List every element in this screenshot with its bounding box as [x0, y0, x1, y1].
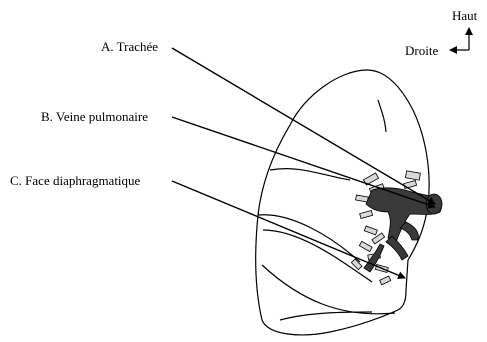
pointer-a — [172, 48, 435, 204]
label-orientation-right: Droite — [405, 44, 438, 57]
label-orientation-up: Haut — [452, 9, 477, 22]
label-pulmonary-vein: B. Veine pulmonaire — [41, 110, 148, 123]
label-trachea: A. Trachée — [101, 40, 158, 53]
label-diaphragmatic-face: C. Face diaphragmatique — [10, 174, 140, 187]
orientation-indicator — [450, 28, 469, 50]
pointer-b — [172, 117, 435, 207]
